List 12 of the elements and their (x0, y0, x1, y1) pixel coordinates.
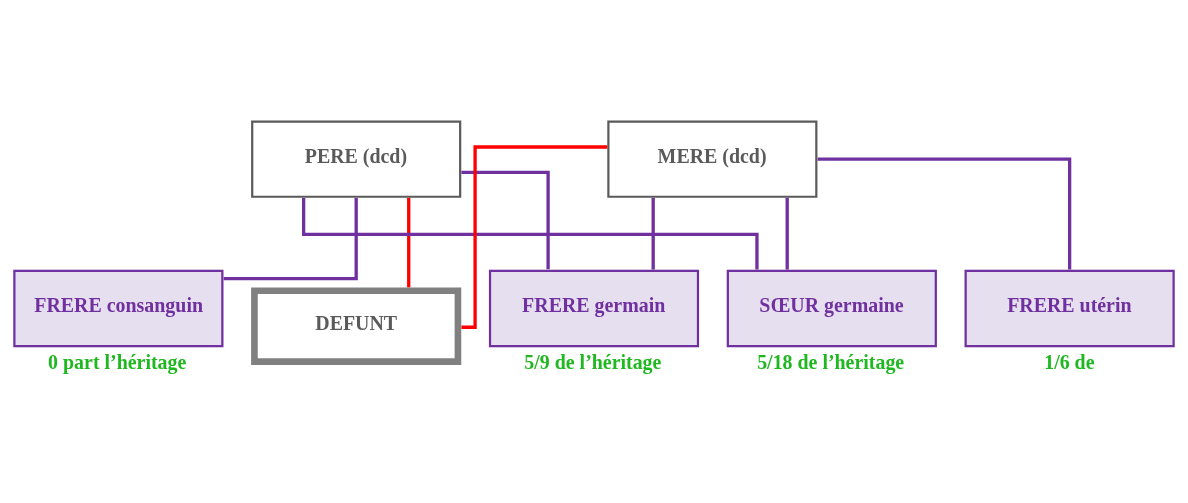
node-label: 5/18 de l’héritage (757, 350, 905, 373)
connector (651, 197, 655, 270)
connector (461, 170, 550, 270)
node-label: 0 part l’héritage (48, 350, 187, 373)
node-label: 5/9 de l’héritage (524, 350, 662, 373)
connector (817, 157, 1072, 270)
connector (785, 197, 789, 270)
connector (461, 145, 608, 329)
connector (301, 198, 759, 270)
connector (407, 197, 411, 288)
node-label: 1/6 de (1044, 350, 1095, 373)
connector (223, 197, 358, 281)
